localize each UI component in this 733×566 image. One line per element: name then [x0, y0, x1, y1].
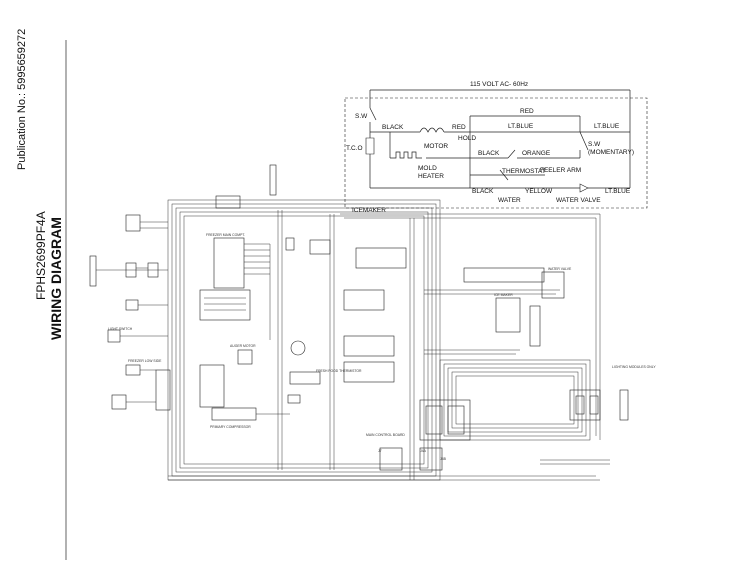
- icemaker-label: ICEMAKER: [352, 207, 386, 214]
- water-label: WATER: [498, 197, 521, 204]
- ice-maker-connector: [495, 297, 521, 333]
- left-devices: LIGHT SWITCH FREEZER LOW SIDE: [89, 214, 171, 411]
- auger-compressor-block: AUGER MOTOR PRIMARY COMPRESSOR: [199, 340, 321, 429]
- sw-left-label: S.W: [355, 113, 368, 120]
- mold-heater: [390, 151, 422, 159]
- water-valve-label: WATER VALVE: [556, 197, 601, 204]
- mold-heater-label-2: HEATER: [418, 173, 444, 180]
- yellow-label: YELLOW: [525, 188, 553, 195]
- black-top-label: BLACK: [382, 124, 404, 131]
- light-switch-label: LIGHT SWITCH: [108, 327, 133, 331]
- momentary-switch: [579, 131, 589, 151]
- harness-bundle: [168, 210, 600, 481]
- motor-coil: [419, 127, 445, 133]
- tco-device: [365, 137, 375, 155]
- ltblue-mid-label: LT.BLUE: [508, 123, 534, 130]
- orange-label: ORANGE: [522, 150, 551, 157]
- main-control-board-label: MAIN CONTROL BOARD: [366, 433, 405, 437]
- freezer-main-label: FREEZER MAIN COMPT.: [206, 233, 245, 237]
- j7-label: J7: [378, 449, 382, 453]
- freezer-low-side-label: FREEZER LOW SIDE: [128, 359, 162, 363]
- tco-label: T.C.O: [346, 145, 363, 152]
- icemaker-dashed-boundary: [344, 97, 648, 209]
- icemaker-schematic: 115 VOLT AC- 60Hz S.W T.C.O BLACK MOTOR …: [344, 81, 648, 214]
- supply-label: 115 VOLT AC- 60Hz: [470, 81, 528, 88]
- feeler-arm-label: FEELER ARM: [540, 167, 581, 174]
- ltblue-right-label: LT.BLUE: [594, 123, 620, 130]
- thermostat-switch: [507, 149, 516, 159]
- thermostat-label: THERMOSTAT: [502, 168, 546, 175]
- water-valve-box-label: WATER VALVE: [548, 267, 572, 271]
- j4b-label: J4B: [440, 457, 447, 461]
- freezer-main-connector: FREEZER MAIN COMPT.: [199, 233, 270, 321]
- j4a-label: J4A: [420, 449, 427, 453]
- left-switch: [369, 107, 377, 121]
- black-bottom-label: BLACK: [472, 188, 494, 195]
- red-right-label: RED: [520, 108, 534, 115]
- auger-motor: [237, 349, 253, 365]
- water-valve-symbol: [579, 183, 589, 193]
- ice-maker-label: ICE MAKER: [494, 293, 513, 297]
- mold-heater-label-1: MOLD: [418, 165, 437, 172]
- sw-right-label: S.W: [588, 141, 601, 148]
- fresh-food-thermistor-label: FRESH FOOD THERMISTOR: [316, 369, 362, 373]
- control-area: FRESH FOOD THERMISTOR MAIN CONTROL BOARD…: [316, 267, 572, 471]
- main-wiring: LIGHT SWITCH FREEZER LOW SIDE FREEZER MA…: [89, 164, 656, 481]
- right-modules: LIGHTING MODULES ONLY: [540, 365, 656, 465]
- primary-compressor-label: PRIMARY COMPRESSOR: [210, 425, 251, 429]
- lighting-modules-label: LIGHTING MODULES ONLY: [612, 365, 656, 369]
- black-mid-label: BLACK: [478, 150, 500, 157]
- ltblue-bottom-label: LT.BLUE: [605, 188, 631, 195]
- motor-label: MOTOR: [424, 143, 448, 150]
- momentary-label: (MOMENTARY): [588, 149, 634, 156]
- freezer-light-device: [269, 164, 277, 196]
- red-top-label: RED: [452, 124, 466, 131]
- hold-label: HOLD: [458, 135, 476, 142]
- auger-motor-label: AUGER MOTOR: [230, 344, 256, 348]
